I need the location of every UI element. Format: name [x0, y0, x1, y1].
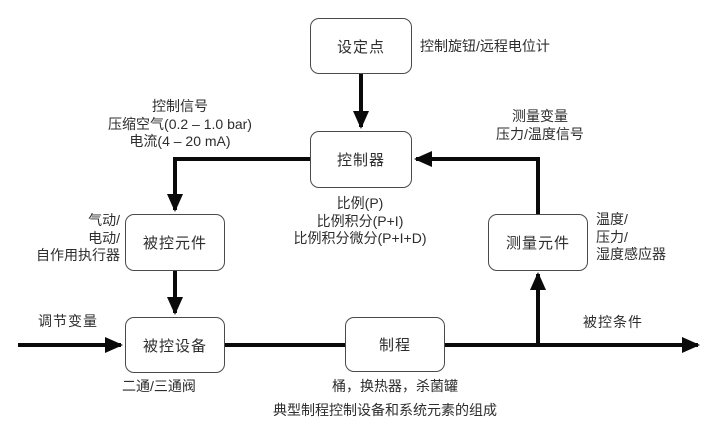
- final-control-element-label: 被控元件: [142, 235, 207, 252]
- pid-line-2: 比例积分(P+I): [316, 212, 404, 229]
- process-label: 制程: [378, 337, 411, 354]
- sensor-line-2: 压力/: [596, 228, 628, 245]
- controller-label: 控制器: [336, 152, 385, 169]
- controller-box: 控制器: [310, 131, 412, 188]
- sensor-types-note: 温度/ 压力/ 湿度感应器: [596, 211, 666, 264]
- control-signal-note: 控制信号 压缩空气(0.2 – 1.0 bar) 电流(4 – 20 mA): [90, 98, 270, 151]
- arrow-measuring-to-controller: [414, 151, 540, 214]
- pid-line-3: 比例积分微分(P+I+D): [293, 230, 427, 246]
- setpoint-label: 设定点: [336, 38, 385, 56]
- sensor-line-3: 湿度感应器: [596, 246, 666, 262]
- setpoint-note: 控制旋钮/远程电位计: [420, 38, 550, 54]
- actuator-line-3: 自作用执行器: [36, 247, 120, 263]
- measured-variable-line-1: 测量变量: [512, 108, 568, 124]
- measured-variable-note: 测量变量 压力/温度信号: [465, 108, 615, 143]
- process-examples-note: 桶，换热器，杀菌罐: [332, 378, 458, 394]
- valve-note: 二通/三通阀: [122, 378, 196, 394]
- measuring-element-label: 测量元件: [505, 235, 570, 252]
- measuring-element-box: 测量元件: [488, 214, 588, 271]
- control-signal-line-2: 压缩空气(0.2 – 1.0 bar): [108, 115, 252, 132]
- manipulated-variable-note: 调节变量: [38, 313, 98, 329]
- pid-line-1: 比例(P): [336, 195, 384, 211]
- arrow-controller-to-element: [167, 157, 310, 212]
- controlled-device-box: 被控设备: [125, 317, 225, 373]
- pid-modes-note: 比例(P) 比例积分(P+I) 比例积分微分(P+I+D): [260, 195, 460, 248]
- actuator-line-1: 气动/: [88, 212, 120, 228]
- actuator-types-note: 气动/ 电动/ 自作用执行器: [20, 212, 120, 265]
- setpoint-box: 设定点: [310, 18, 412, 74]
- controlled-condition-note: 被控条件: [583, 314, 643, 330]
- measured-variable-line-2: 压力/温度信号: [496, 125, 584, 142]
- control-signal-line-3: 电流(4 – 20 mA): [129, 133, 231, 149]
- control-signal-line-1: 控制信号: [152, 98, 208, 114]
- diagram-caption: 典型制程控制设备和系统元素的组成: [273, 402, 497, 418]
- sensor-line-1: 温度/: [596, 211, 628, 227]
- actuator-line-2: 电动/: [88, 229, 120, 246]
- controlled-device-label: 被控设备: [142, 337, 207, 355]
- final-control-element-box: 被控元件: [125, 214, 225, 271]
- process-box: 制程: [345, 317, 445, 372]
